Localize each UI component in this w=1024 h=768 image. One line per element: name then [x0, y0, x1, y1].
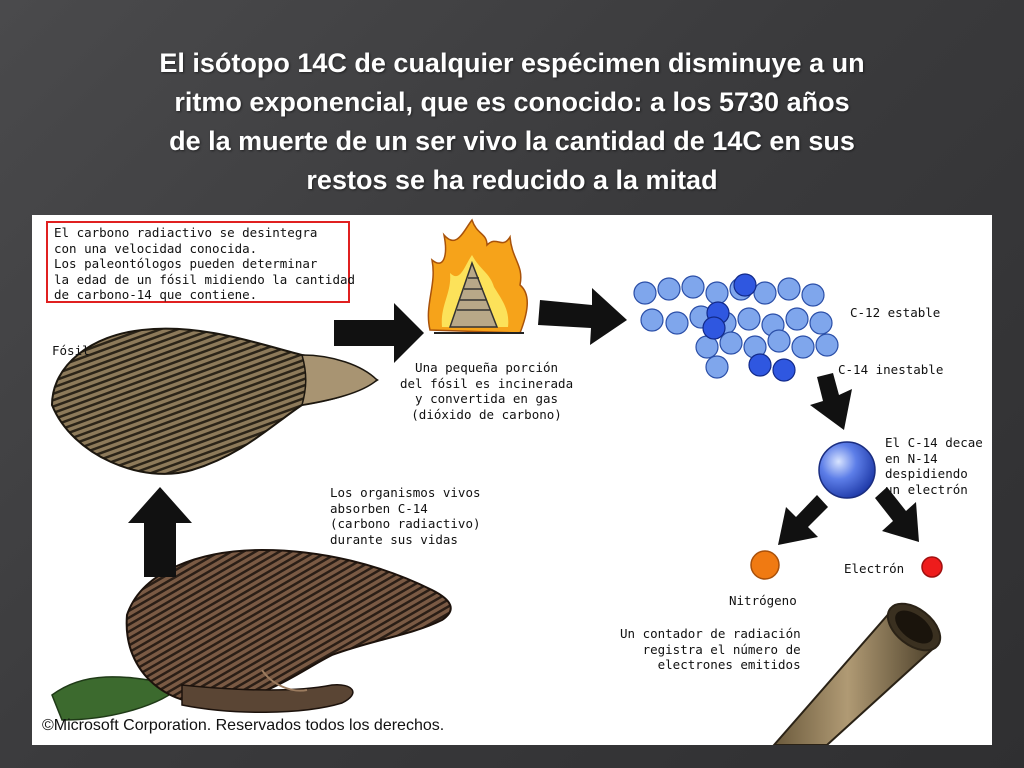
arrow-to-electron — [875, 487, 919, 542]
c12-atom — [791, 335, 815, 359]
decay-line-3: despidiendo — [885, 466, 968, 481]
incinerated-note: Una pequeña porción del fósil es inciner… — [400, 360, 573, 422]
arrow-down-decay — [810, 373, 852, 430]
c12-atom — [719, 331, 743, 355]
decay-line-2: en N-14 — [885, 450, 938, 466]
c12-atom — [767, 329, 791, 353]
intro-line-3: Los paleontólogos pueden determinar — [54, 256, 318, 271]
slide-title: El isótopo 14C de cualquier espécimen di… — [40, 44, 984, 200]
intro-line-1: El carbono radiactivo se desintegra — [54, 225, 318, 240]
radiation-counter-tube — [772, 602, 942, 745]
organisms-line-4: durante sus vidas — [330, 531, 458, 547]
carbon-dating-diagram: El carbono radiactivo se desintegra con … — [32, 215, 992, 745]
c12-label: C-12 estable — [850, 305, 941, 320]
c12-atom — [657, 277, 681, 301]
c14-atom — [702, 316, 726, 340]
atom-cluster — [633, 273, 839, 382]
c12-atom — [809, 311, 833, 335]
organisms-line-1: Los organismos vivos — [330, 485, 481, 500]
c14-atom — [748, 353, 772, 377]
decay-line-4: un electrón — [885, 481, 968, 497]
fossil-shell — [50, 327, 379, 475]
living-snail — [51, 548, 452, 721]
incinerated-line-2: del fósil es incinerada — [400, 375, 574, 391]
fossil-label: Fósil — [52, 343, 90, 358]
c12-atom — [665, 311, 689, 335]
nitrogen-label: Nitrógeno — [729, 593, 797, 608]
c14-label: C-14 inestable — [838, 362, 944, 377]
c12-atom — [753, 281, 777, 305]
c12-atom — [737, 307, 761, 331]
counter-note: Un contador de radiación registra el núm… — [620, 626, 801, 673]
incinerated-line-1: Una pequeña porción — [415, 360, 559, 375]
electron-label: Electrón — [844, 561, 905, 576]
nitrogen-atom — [750, 550, 780, 580]
c14-atom — [772, 358, 796, 382]
decay-note: El C-14 decae en N-14 despidiendo un ele… — [885, 435, 983, 497]
arrow-to-nitrogen — [778, 495, 828, 545]
c12-atom — [815, 333, 839, 357]
intro-line-4: la edad de un fósil midiendo la cantidad — [54, 271, 356, 287]
incinerated-line-3: y convertida en gas — [415, 391, 559, 406]
arrow-to-atoms — [538, 288, 627, 345]
copyright-notice: ©Microsoft Corporation. Reservados todos… — [42, 717, 445, 734]
c12-atom — [785, 307, 809, 331]
intro-line-5: de carbono-14 que contiene. — [54, 287, 258, 302]
incinerated-line-4: (dióxido de carbono) — [411, 406, 562, 422]
organisms-line-3: (carbono radiactivo) — [330, 516, 481, 531]
organisms-note: Los organismos vivos absorben C-14 (carb… — [330, 485, 481, 547]
arrow-to-fire — [334, 303, 424, 363]
intro-line-2: con una velocidad conocida. — [54, 240, 258, 256]
counter-line-3: electrones emitidos — [657, 657, 801, 672]
organisms-line-2: absorben C-14 — [330, 500, 428, 516]
intro-note: El carbono radiactivo se desintegra con … — [46, 221, 356, 303]
arrow-up-cycle — [128, 487, 192, 577]
c12-atom — [777, 277, 801, 301]
counter-line-1: Un contador de radiación — [620, 626, 801, 641]
diagram-illustration — [50, 218, 943, 745]
decay-line-1: El C-14 decae — [885, 435, 983, 450]
c14-decaying-atom — [818, 441, 876, 499]
c12-atom — [640, 308, 664, 332]
c12-atom — [801, 283, 825, 307]
counter-line-2: registra el número de — [642, 641, 801, 657]
title-line-3: de la muerte de un ser vivo la cantidad … — [169, 126, 855, 156]
c14-atom — [733, 273, 757, 297]
c12-atom — [681, 275, 705, 299]
fire-icon — [427, 218, 528, 334]
electron-particle — [921, 556, 943, 578]
title-line-1: El isótopo 14C de cualquier espécimen di… — [159, 48, 865, 78]
c12-atom — [705, 355, 729, 379]
c12-atom — [705, 281, 729, 305]
title-line-2: ritmo exponencial, que es conocido: a lo… — [174, 87, 850, 117]
title-line-4: restos se ha reducido a la mitad — [306, 165, 718, 195]
c12-atom — [633, 281, 657, 305]
